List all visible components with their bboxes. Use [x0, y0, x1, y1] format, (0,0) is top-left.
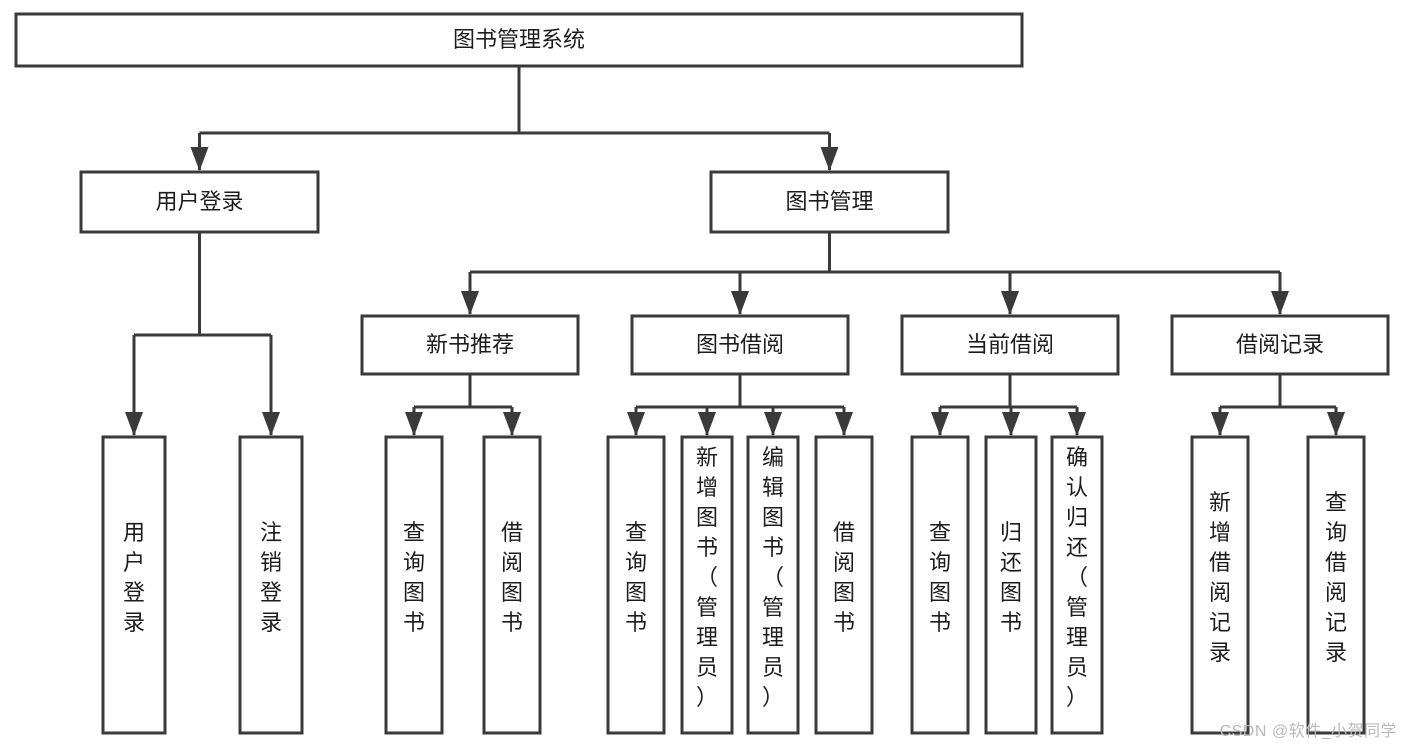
node-level3-0-box [360, 314, 580, 376]
node-level2-1[interactable]: 图书管理 [709, 170, 950, 234]
arrow-head-icon [405, 412, 423, 436]
node-leaf-7-label: 借阅图书 [833, 520, 855, 635]
watermark-text: CSDN @软件_小贺同学 [1219, 723, 1397, 740]
node-level3-2-box [900, 314, 1120, 376]
node-leaf-10[interactable]: 确认归还（管理员） [1050, 435, 1104, 735]
node-leaf-4[interactable]: 查询图书 [606, 435, 666, 735]
node-leaf-12-label: 查询借阅记录 [1325, 490, 1347, 665]
arrow-head-icon [1327, 412, 1345, 436]
arrow-head-icon [820, 147, 839, 171]
arrow-head-icon [1001, 291, 1019, 315]
node-leaf-7[interactable]: 借阅图书 [814, 435, 874, 735]
arrow-head-icon [931, 412, 949, 436]
node-level3-1[interactable]: 图书借阅 [630, 314, 850, 376]
node-leaf-0[interactable]: 用户登录 [101, 435, 167, 735]
node-level2-1-label: 图书管理 [785, 189, 873, 214]
node-level3-0-label: 新书推荐 [426, 332, 514, 357]
arrow-head-icon [461, 291, 479, 315]
node-level3-3[interactable]: 借阅记录 [1170, 314, 1390, 376]
node-root[interactable]: 图书管理系统 [14, 12, 1024, 68]
node-level3-2-label: 当前借阅 [966, 332, 1054, 357]
node-leaf-11-box [1190, 435, 1250, 735]
node-leaf-5[interactable]: 新增图书（管理员） [680, 435, 734, 735]
node-level2-0[interactable]: 用户登录 [79, 170, 320, 234]
node-leaf-10-box [1050, 435, 1104, 735]
node-leaf-10-label: 确认归还（管理员） [1066, 445, 1088, 710]
node-leaf-2-label: 查询图书 [403, 520, 425, 635]
node-leaf-3-box [482, 435, 542, 735]
node-leaf-4-label: 查询图书 [625, 520, 647, 635]
node-leaf-6-label: 编辑图书（管理员） [762, 445, 784, 710]
arrow-head-icon [125, 412, 143, 436]
arrow-head-icon [1211, 412, 1229, 436]
node-leaf-8-label: 查询图书 [929, 520, 951, 635]
arrow-head-icon [627, 412, 645, 436]
node-leaf-1-box [238, 435, 304, 735]
node-leaf-1[interactable]: 注销登录 [238, 435, 304, 735]
arrow-head-icon [262, 412, 280, 436]
arrow-head-icon [731, 291, 749, 315]
node-level2-1-box [709, 170, 950, 234]
node-leaf-1-label: 注销登录 [260, 520, 282, 635]
node-level2-0-label: 用户登录 [155, 189, 243, 214]
node-leaf-0-label: 用户登录 [123, 520, 145, 635]
node-leaf-5-label: 新增图书（管理员） [696, 445, 718, 710]
node-level3-0[interactable]: 新书推荐 [360, 314, 580, 376]
node-level2-0-box [79, 170, 320, 234]
node-leaf-2[interactable]: 查询图书 [384, 435, 444, 735]
node-leaf-9-box [984, 435, 1038, 735]
node-leaf-8[interactable]: 查询图书 [910, 435, 970, 735]
arrow-head-icon [698, 412, 716, 436]
node-leaf-11[interactable]: 新增借阅记录 [1190, 435, 1250, 735]
arrow-head-icon [503, 412, 521, 436]
node-leaf-0-box [101, 435, 167, 735]
node-leaf-11-label: 新增借阅记录 [1209, 490, 1231, 665]
node-leaf-9-label: 归还图书 [1000, 520, 1022, 635]
node-leaf-6-box [746, 435, 800, 735]
node-leaf-4-box [606, 435, 666, 735]
node-level3-1-box [630, 314, 850, 376]
node-layer: 图书管理系统用户登录图书管理新书推荐图书借阅当前借阅借阅记录用户登录注销登录查询… [14, 12, 1390, 735]
arrow-head-icon [1002, 412, 1020, 436]
node-leaf-3-label: 借阅图书 [501, 520, 523, 635]
node-leaf-3[interactable]: 借阅图书 [482, 435, 542, 735]
arrow-head-icon [835, 412, 853, 436]
arrow-head-icon [190, 147, 209, 171]
node-leaf-9[interactable]: 归还图书 [984, 435, 1038, 735]
node-leaf-2-box [384, 435, 444, 735]
node-root-box [14, 12, 1024, 68]
node-level3-1-label: 图书借阅 [696, 332, 784, 357]
node-leaf-5-box [680, 435, 734, 735]
arrow-head-icon [764, 412, 782, 436]
node-leaf-7-box [814, 435, 874, 735]
connector-layer [125, 66, 1345, 436]
arrow-head-icon [1068, 412, 1086, 436]
node-level3-3-label: 借阅记录 [1236, 332, 1324, 357]
node-leaf-6[interactable]: 编辑图书（管理员） [746, 435, 800, 735]
arrow-head-icon [1271, 291, 1289, 315]
node-level3-3-box [1170, 314, 1390, 376]
node-leaf-8-box [910, 435, 970, 735]
node-leaf-12-box [1306, 435, 1366, 735]
node-leaf-12[interactable]: 查询借阅记录 [1306, 435, 1366, 735]
node-level3-2[interactable]: 当前借阅 [900, 314, 1120, 376]
node-root-label: 图书管理系统 [453, 27, 585, 52]
